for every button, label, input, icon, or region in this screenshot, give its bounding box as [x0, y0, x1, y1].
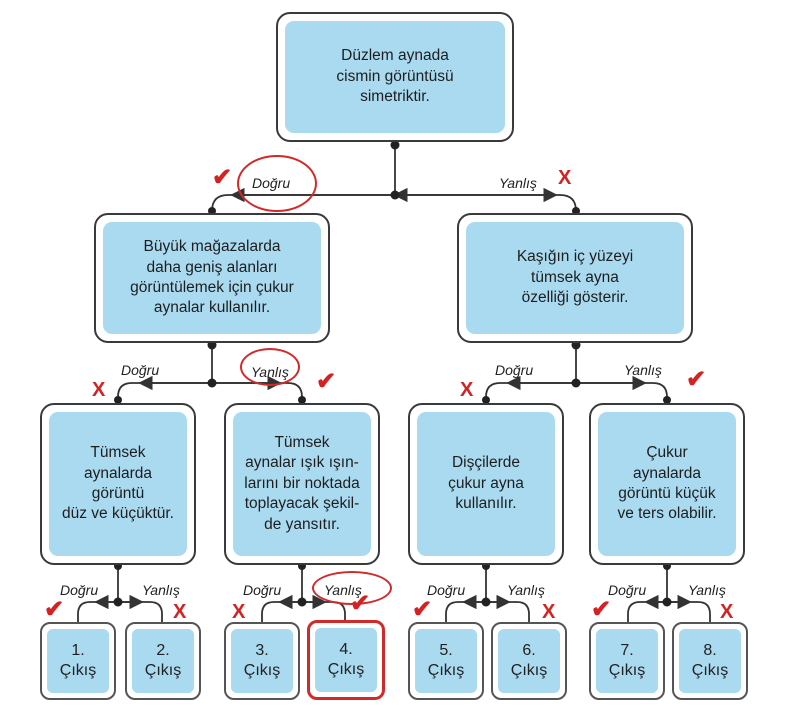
cross-root-false: X	[558, 167, 572, 189]
check-exit-5: ✔	[412, 596, 433, 623]
check-exit-4: ✔	[350, 590, 371, 617]
exit-5: 5. Çıkış	[408, 622, 484, 700]
exit-3-text: 3. Çıkış	[231, 629, 293, 693]
label-true-lr: Doğru	[243, 582, 282, 598]
exit-2: 2. Çıkış	[125, 622, 201, 700]
right-right-node: Çukur aynalarda görüntü küçük ve ters ol…	[589, 403, 745, 565]
label-true-right: Doğru	[495, 362, 534, 378]
exit-5-text: 5. Çıkış	[415, 629, 477, 693]
cross-exit-8: X	[720, 601, 734, 623]
label-false-rl: Yanlış	[507, 582, 545, 598]
label-true-ll: Doğru	[60, 582, 99, 598]
label-false-ll: Yanlış	[142, 582, 180, 598]
cross-exit-2: X	[173, 601, 187, 623]
exit-7-text: 7. Çıkış	[596, 629, 658, 693]
right-node-text: Kaşığın iç yüzeyi tümsek ayna özelliği g…	[466, 222, 684, 334]
left-left-node-text: Tümsek aynalarda görüntü düz ve küçüktür…	[49, 412, 187, 556]
left-node-text: Büyük mağazalarda daha geniş alanları gö…	[103, 222, 321, 334]
cross-left-true: X	[92, 379, 106, 401]
cross-right-true: X	[460, 379, 474, 401]
label-true-rr: Doğru	[608, 582, 647, 598]
exit-4-selected: 4. Çıkış	[307, 620, 385, 700]
label-true-left: Doğru	[121, 362, 160, 378]
ring-lr-false	[312, 571, 392, 605]
check-exit-7: ✔	[591, 596, 612, 623]
label-false-right: Yanlış	[624, 362, 662, 378]
ring-left-false	[240, 348, 300, 386]
label-false-rr: Yanlış	[688, 582, 726, 598]
exit-7: 7. Çıkış	[589, 622, 665, 700]
label-false-root: Yanlış	[499, 175, 537, 191]
cross-exit-3: X	[232, 601, 246, 623]
right-right-node-text: Çukur aynalarda görüntü küçük ve ters ol…	[598, 412, 736, 556]
exit-6-text: 6. Çıkış	[498, 629, 560, 693]
left-right-node-text: Tümsek aynalar ışık ışın- larını bir nok…	[233, 412, 371, 556]
exit-2-text: 2. Çıkış	[132, 629, 194, 693]
check-right-false: ✔	[686, 366, 707, 393]
check-left-false: ✔	[316, 368, 337, 395]
right-left-node: Dişçilerde çukur ayna kullanılır.	[408, 403, 564, 565]
exit-6: 6. Çıkış	[491, 622, 567, 700]
right-node: Kaşığın iç yüzeyi tümsek ayna özelliği g…	[457, 213, 693, 343]
left-left-node: Tümsek aynalarda görüntü düz ve küçüktür…	[40, 403, 196, 565]
exit-1: 1. Çıkış	[40, 622, 116, 700]
exit-4-text: 4. Çıkış	[315, 628, 377, 692]
check-exit-1: ✔	[44, 596, 65, 623]
root-node: Düzlem aynada cismin görüntüsü simetrikt…	[276, 12, 514, 142]
exit-8: 8. Çıkış	[672, 622, 748, 700]
label-true-rl: Doğru	[427, 582, 466, 598]
cross-exit-6: X	[542, 601, 556, 623]
ring-root-true	[237, 155, 317, 212]
left-node: Büyük mağazalarda daha geniş alanları gö…	[94, 213, 330, 343]
exit-3: 3. Çıkış	[224, 622, 300, 700]
root-node-text: Düzlem aynada cismin görüntüsü simetrikt…	[285, 21, 505, 133]
check-root-true: ✔	[212, 164, 233, 191]
left-right-node: Tümsek aynalar ışık ışın- larını bir nok…	[224, 403, 380, 565]
right-left-node-text: Dişçilerde çukur ayna kullanılır.	[417, 412, 555, 556]
exit-1-text: 1. Çıkış	[47, 629, 109, 693]
exit-8-text: 8. Çıkış	[679, 629, 741, 693]
